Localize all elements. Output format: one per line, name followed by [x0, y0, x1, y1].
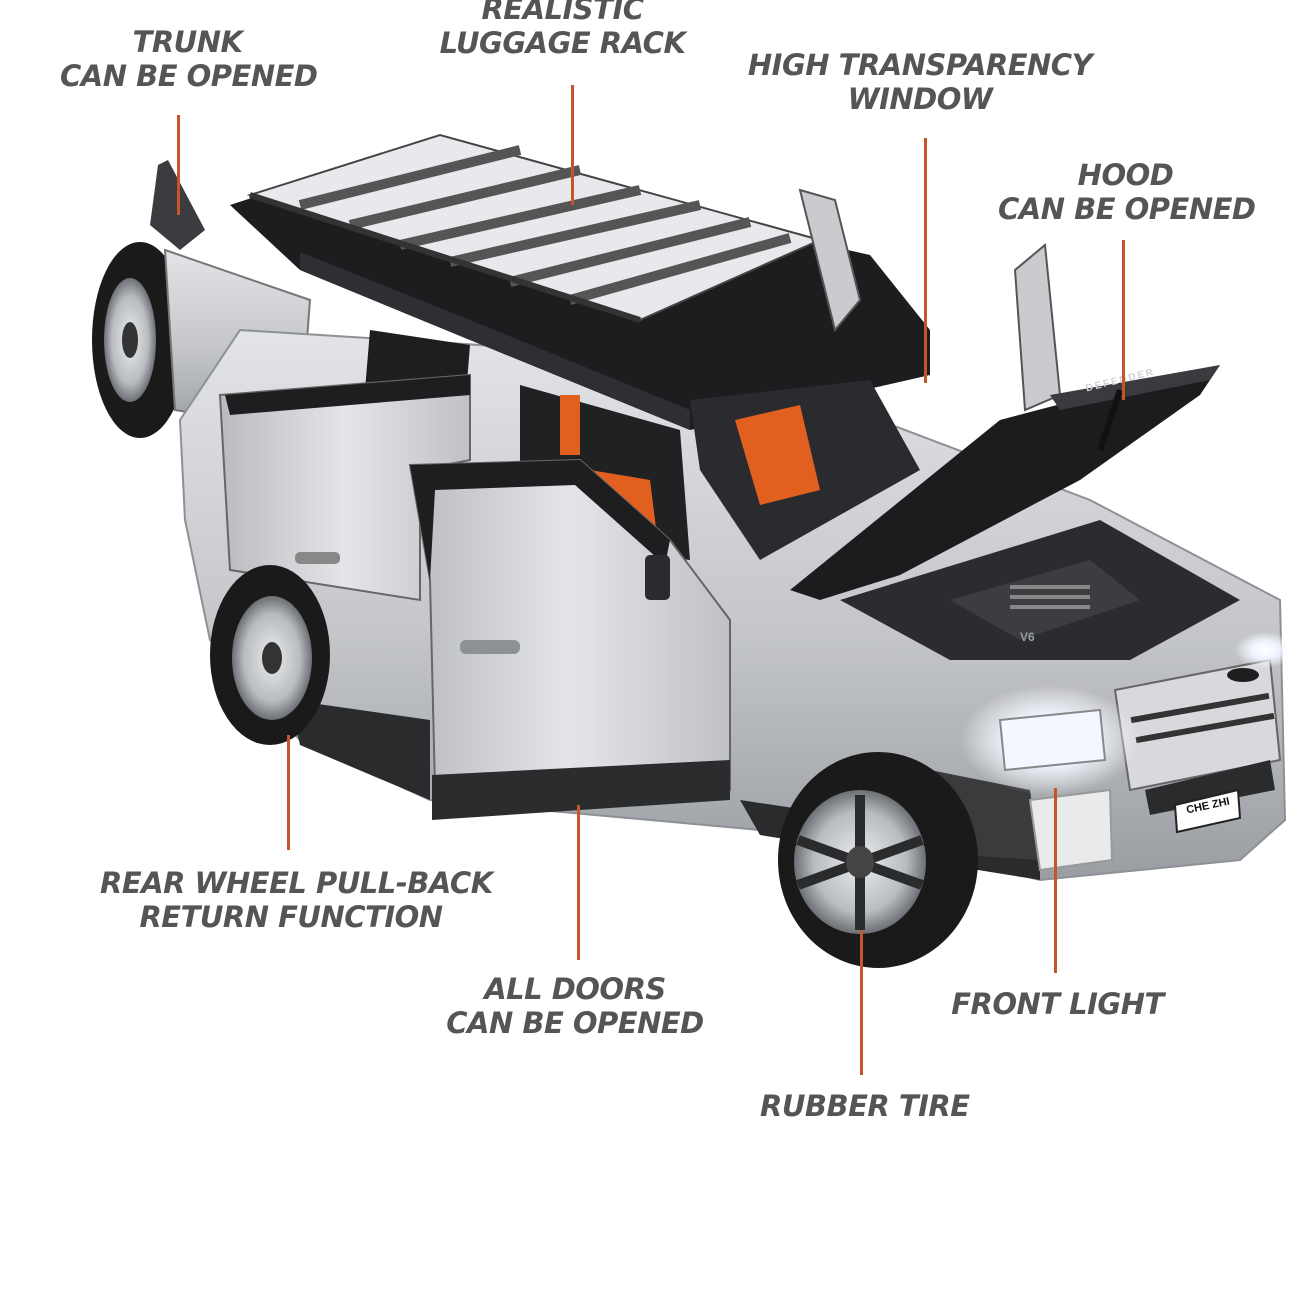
rear-door-open — [218, 373, 471, 602]
callout-front-light-line1: FRONT LIGHT — [951, 987, 1164, 1021]
leader-line-luggage-rack — [571, 85, 574, 205]
callout-trunk: TRUNK CAN BE OPENED — [60, 25, 318, 93]
front-grille — [1113, 658, 1282, 815]
callout-window-line2: WINDOW — [847, 82, 993, 116]
callout-window: HIGH TRANSPARENCY WINDOW — [745, 48, 1095, 116]
front-door-open — [798, 188, 1062, 412]
leader-line-hood — [1122, 240, 1125, 400]
luggage-rack — [246, 133, 823, 323]
callout-luggage-rack: REALISTIC LUGGAGE RACK — [430, 0, 695, 60]
callout-doors: ALL DOORS CAN BE OPENED — [445, 972, 705, 1040]
callout-luggage-rack-line2: LUGGAGE RACK — [439, 26, 686, 60]
callout-rubber-tire-line1: RUBBER TIRE — [760, 1089, 970, 1123]
rear-wheel — [210, 565, 330, 745]
front-headlight — [960, 632, 1295, 795]
engine-bay — [840, 520, 1240, 660]
callout-rear-wheel-line1: REAR WHEEL PULL-BACK — [100, 866, 493, 900]
callout-trunk-line2: CAN BE OPENED — [60, 59, 318, 93]
license-plate — [1173, 788, 1242, 834]
front-door-open-center — [408, 458, 731, 820]
engine-badge: V6 — [1020, 630, 1035, 644]
callout-rear-wheel: REAR WHEEL PULL-BACK RETURN FUNCTION — [100, 866, 493, 934]
spare-wheel — [92, 242, 188, 438]
leader-line-rear-wheel — [287, 735, 290, 850]
callout-trunk-line1: TRUNK — [132, 25, 243, 59]
callout-hood-line1: HOOD — [1077, 158, 1174, 192]
callout-hood: HOOD CAN BE OPENED — [998, 158, 1256, 226]
callout-luggage-rack-line1: REALISTIC — [481, 0, 644, 26]
front-wheel — [778, 752, 978, 968]
callout-doors-line1: ALL DOORS — [484, 972, 666, 1006]
leader-line-front-light — [1054, 788, 1057, 973]
leader-line-trunk — [177, 115, 180, 215]
callout-front-light: FRONT LIGHT — [950, 987, 1165, 1021]
leader-line-window — [924, 138, 927, 383]
bumper-mesh — [1028, 788, 1114, 872]
callout-doors-line2: CAN BE OPENED — [446, 1006, 704, 1040]
leader-line-doors — [577, 805, 580, 960]
callout-hood-line2: CAN BE OPENED — [998, 192, 1256, 226]
hood-open — [790, 365, 1220, 600]
callout-rubber-tire: RUBBER TIRE — [760, 1089, 970, 1123]
leader-line-rubber-tire — [860, 930, 863, 1075]
callout-rear-wheel-line2: RETURN FUNCTION — [139, 900, 443, 934]
callout-window-line1: HIGH TRANSPARENCY — [747, 48, 1093, 82]
